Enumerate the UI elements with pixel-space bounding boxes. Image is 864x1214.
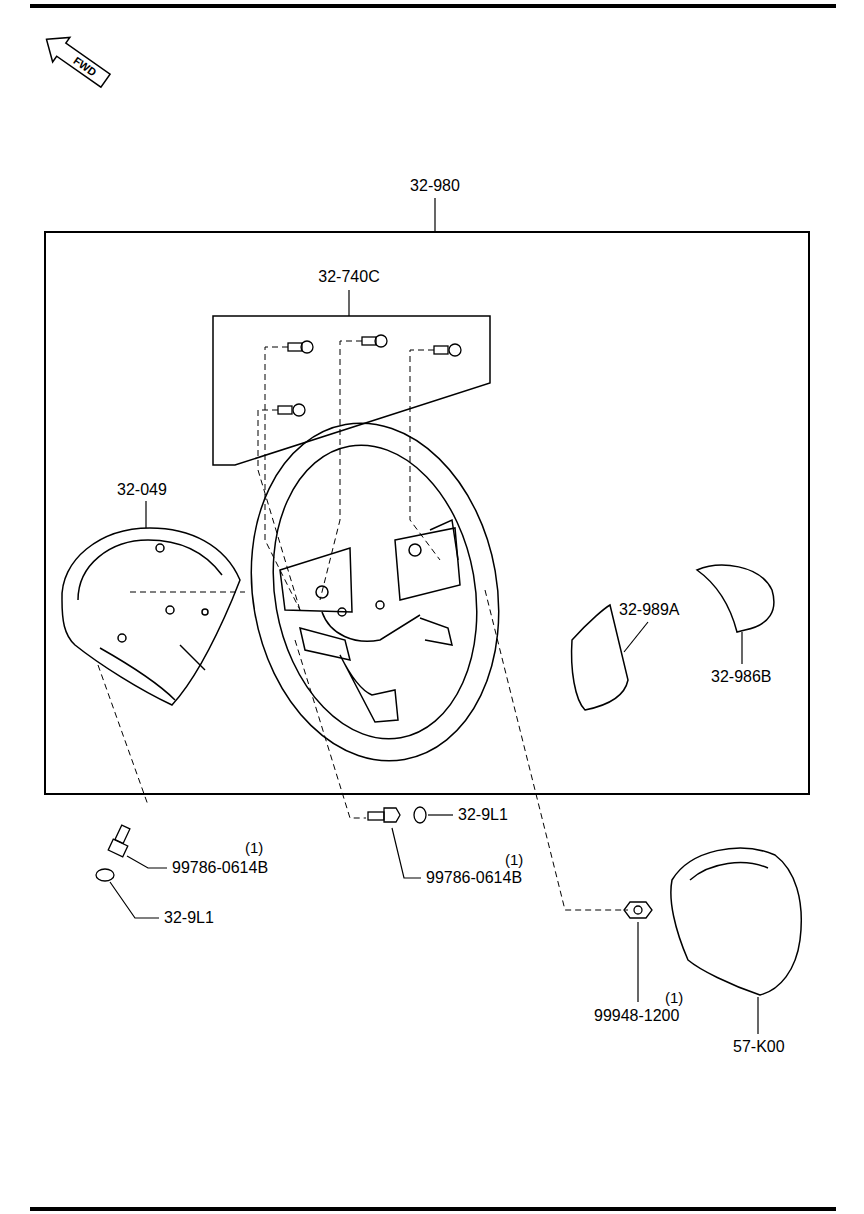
airbag-cover	[78, 540, 222, 600]
leader-line	[428, 814, 453, 815]
steering-wheel	[340, 655, 398, 722]
callout-number: 99948-1200	[593, 1007, 680, 1025]
steering-wheel	[225, 403, 524, 780]
steering-wheel	[376, 601, 384, 609]
dashed-guide	[258, 410, 300, 610]
frame-outline	[213, 316, 490, 465]
leader-line	[757, 997, 758, 1034]
steering-wheel	[430, 520, 458, 560]
bolt-symbol	[449, 344, 461, 356]
callout-number: 32-9L1	[163, 909, 215, 927]
bolt-symbol	[301, 341, 313, 353]
spoke-cover	[572, 565, 774, 710]
fastener	[96, 869, 114, 881]
leader-line	[637, 922, 638, 1002]
dashed-guide	[98, 665, 148, 805]
airbag-cover	[166, 606, 174, 614]
callout-number: 32-986B	[710, 668, 773, 686]
steering-wheel	[338, 608, 346, 616]
steering-wheel	[420, 618, 452, 645]
quantity-note: (1)	[664, 989, 684, 1007]
steering-wheel	[322, 612, 420, 641]
dashed-guide	[130, 592, 245, 593]
arrow-outline	[38, 27, 114, 93]
steering-wheel	[316, 586, 328, 598]
page-rule	[30, 6, 836, 1209]
bolt-symbol	[362, 337, 376, 345]
steering-wheel	[300, 628, 350, 660]
callout-number: 99786-0614B	[171, 859, 269, 877]
bolt-symbol	[278, 335, 461, 416]
dashed-guide	[485, 590, 628, 910]
leader-line	[348, 290, 349, 316]
direction-label: FWD	[57, 44, 113, 89]
steering-wheel	[280, 548, 352, 612]
steering-wheel	[409, 544, 421, 556]
page-rule	[30, 4, 836, 8]
fastener	[384, 808, 400, 822]
quantity-note: (1)	[244, 839, 264, 857]
part-number: 32-740C	[316, 268, 381, 286]
callout-number: 99786-0614B	[425, 869, 523, 887]
steering-wheel	[395, 528, 460, 600]
bolt-symbol	[375, 335, 387, 347]
leader-line	[434, 198, 435, 231]
callout-number: 32-049	[116, 481, 168, 499]
dashed-guide	[295, 640, 366, 818]
leader-line	[624, 622, 648, 652]
spoke-cover	[697, 565, 774, 632]
leader-line	[741, 632, 742, 664]
assembly-frame: 32-98032-740C	[44, 231, 810, 795]
bolt-set-frame: 32-740C	[213, 316, 490, 465]
frame-outline	[213, 316, 490, 465]
fastener	[368, 812, 384, 820]
fastener	[624, 902, 652, 918]
airbag-cover	[156, 544, 164, 552]
airbag-cover	[62, 528, 240, 705]
dashed-guide	[98, 341, 628, 910]
callout-number: 32-989A	[618, 601, 681, 619]
callout-number: 32-9L1	[457, 806, 509, 824]
fastener	[96, 807, 652, 918]
fastener	[414, 807, 426, 823]
direction-arrow: FWD	[38, 27, 114, 93]
dashed-guide	[265, 347, 300, 610]
airbag-module	[671, 848, 801, 995]
bolt-symbol	[278, 406, 292, 414]
airbag-cover	[180, 645, 205, 670]
quantity-note: (1)	[504, 851, 524, 869]
airbag-cover	[202, 609, 208, 615]
leader-line	[110, 882, 159, 918]
fastener	[634, 906, 642, 914]
steering-wheel	[225, 403, 524, 780]
leader-line	[110, 198, 758, 1034]
airbag-cover	[62, 528, 240, 705]
bolt-symbol	[288, 343, 302, 351]
airbag-cover	[100, 648, 175, 700]
bolt-symbol	[293, 404, 305, 416]
dashed-guide	[320, 341, 362, 600]
airbag-module	[671, 848, 801, 995]
fastener	[108, 839, 128, 857]
airbag-cover	[118, 634, 126, 642]
leader-line	[127, 856, 167, 868]
spoke-cover	[572, 605, 628, 710]
page-rule	[30, 1207, 836, 1211]
leader-line	[392, 828, 421, 878]
part-number: 32-980	[408, 177, 462, 195]
bolt-symbol	[434, 346, 448, 354]
callout-number: 57-K00	[732, 1038, 786, 1056]
leader-line	[145, 501, 146, 528]
airbag-module	[690, 863, 768, 880]
steering-wheel	[251, 429, 499, 755]
